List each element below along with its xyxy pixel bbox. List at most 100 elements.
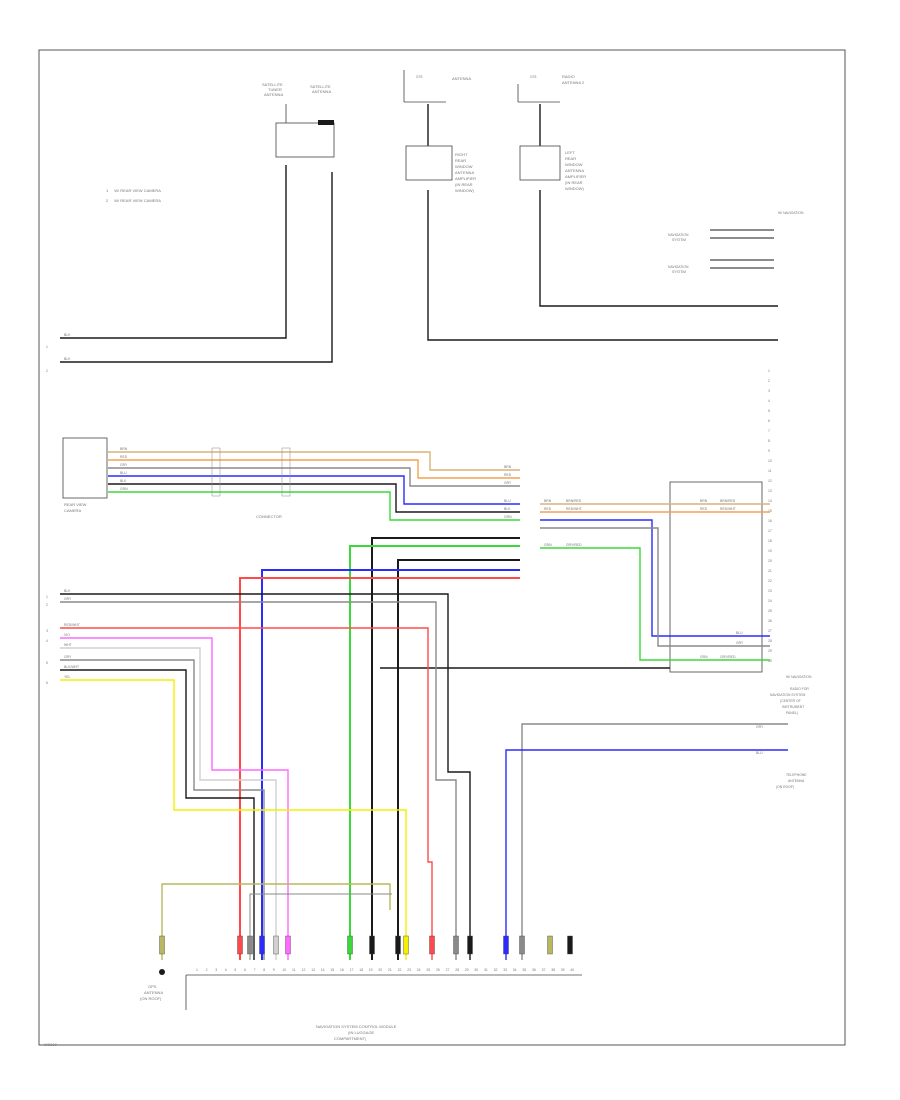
module-pin-7: 7 xyxy=(254,968,256,972)
svg-text:G75: G75 xyxy=(416,75,423,79)
legend-num-1: 1 xyxy=(106,188,109,193)
nav-right-tag: W/ NAVIGATION xyxy=(786,675,812,679)
radio-pin-11: 11 xyxy=(768,469,772,473)
radio-pin-19: 19 xyxy=(768,549,772,553)
svg-text:RADIO FOR: RADIO FOR xyxy=(790,687,809,691)
svg-text:WINDOW): WINDOW) xyxy=(455,188,475,193)
antenna-1-amp-box xyxy=(405,145,453,181)
module-pin-22: 22 xyxy=(398,968,402,972)
wire-end-14 xyxy=(503,935,509,955)
gps-antenna: GPS ANTENNA (ON ROOF) xyxy=(140,883,392,1001)
satellite-antenna: SATELLITE TUNER ANTENNA SATELLITE ANTENN… xyxy=(262,82,335,158)
module-pin-9: 9 xyxy=(273,968,275,972)
svg-text:GRY: GRY xyxy=(64,655,72,659)
radio-pin-8: 8 xyxy=(768,439,770,443)
svg-text:BLK/WHT: BLK/WHT xyxy=(64,665,79,669)
svg-text:ANTENNA: ANTENNA xyxy=(144,990,163,995)
page-code: W0000 xyxy=(44,1042,57,1047)
module-pin-15: 15 xyxy=(330,968,334,972)
wire-end-7 xyxy=(347,935,353,955)
svg-text:1: 1 xyxy=(46,345,48,349)
radio-pin-10: 10 xyxy=(768,459,772,463)
svg-text:PANEL): PANEL) xyxy=(786,711,798,715)
svg-text:(IN REAR: (IN REAR xyxy=(455,182,473,187)
svg-text:NAVIGATION: NAVIGATION xyxy=(668,233,689,237)
svg-text:BRN/RED: BRN/RED xyxy=(720,499,736,503)
wire-end-5 xyxy=(273,935,279,955)
module-pin-39: 39 xyxy=(561,968,565,972)
svg-text:RED/WHT: RED/WHT xyxy=(720,507,736,511)
nav-b-label: NAVIGATION SYSTEM xyxy=(668,265,689,274)
module-pin-25: 25 xyxy=(426,968,430,972)
svg-text:REAR: REAR xyxy=(565,156,576,161)
module-pin-10: 10 xyxy=(282,968,286,972)
radio-pin-5: 5 xyxy=(768,409,770,413)
svg-text:(IN LUGGAGE: (IN LUGGAGE xyxy=(348,1030,375,1035)
svg-text:NAVIGATION SYSTEM CONTROL MODU: NAVIGATION SYSTEM CONTROL MODULE xyxy=(316,1024,397,1029)
module-pin-37: 37 xyxy=(542,968,546,972)
wire-end-1 xyxy=(159,935,165,955)
svg-text:6: 6 xyxy=(46,681,48,685)
radio-input-wires xyxy=(380,503,770,669)
module-pin-6: 6 xyxy=(244,968,246,972)
svg-text:GRY/RED: GRY/RED xyxy=(566,543,582,547)
svg-text:SYSTEM: SYSTEM xyxy=(672,270,686,274)
module-pin-20: 20 xyxy=(378,968,382,972)
svg-text:GRN: GRN xyxy=(544,543,552,547)
svg-text:AMPLIFIER: AMPLIFIER xyxy=(565,174,586,179)
left-pin-numbers-top: 1 2 xyxy=(46,345,48,373)
wire-end-11 xyxy=(429,935,435,955)
module-harness-wires xyxy=(239,537,520,960)
module-pin-28: 28 xyxy=(455,968,459,972)
svg-text:(ON ROOF): (ON ROOF) xyxy=(140,996,162,1001)
satellite-antenna-box xyxy=(275,122,335,158)
wire-end-10 xyxy=(403,935,409,955)
radio-pin-30: 30 xyxy=(768,659,772,663)
module-pin-35: 35 xyxy=(522,968,526,972)
harness-connector-marks xyxy=(211,447,291,497)
top-black-wires xyxy=(60,165,778,363)
svg-text:GRY: GRY xyxy=(736,641,744,645)
radio-pin-13: 13 xyxy=(768,489,772,493)
top-right-connector-wires xyxy=(710,229,774,269)
module-pin-4: 4 xyxy=(225,968,227,972)
rear-view-camera: REAR VIEW CAMERA CONNECTOR xyxy=(62,437,282,519)
module-pin-18: 18 xyxy=(359,968,363,972)
left-pin-numbers-mid: 1 2 3 4 5 6 xyxy=(46,595,48,685)
radio-pin-2: 2 xyxy=(768,379,770,383)
svg-text:BLK: BLK xyxy=(64,357,71,361)
svg-text:RED: RED xyxy=(544,507,552,511)
svg-text:WINDOW: WINDOW xyxy=(565,162,583,167)
wire-end-6 xyxy=(285,935,291,955)
module-pin-36: 36 xyxy=(532,968,536,972)
wire-end-13 xyxy=(467,935,473,955)
module-wire-ends xyxy=(159,935,573,955)
module-pin-40: 40 xyxy=(570,968,574,972)
module-pin-19: 19 xyxy=(369,968,373,972)
module-pin-27: 27 xyxy=(446,968,450,972)
radio-pin-4: 4 xyxy=(768,399,770,403)
svg-text:GPS: GPS xyxy=(148,984,157,989)
telephone-antenna-label: TELEPHONE ANTENNA (ON ROOF) xyxy=(776,773,807,789)
svg-text:ANTENNA: ANTENNA xyxy=(565,168,584,173)
svg-text:G76: G76 xyxy=(530,75,537,79)
module-pin-14: 14 xyxy=(321,968,325,972)
radio-pin-29: 29 xyxy=(768,649,772,653)
radio-pin-26: 26 xyxy=(768,619,772,623)
svg-text:BLU: BLU xyxy=(756,751,763,755)
module-pin-16: 16 xyxy=(340,968,344,972)
svg-text:1W/ REAR VIEW CAMERA: 1W/ REAR VIEW CAMERA xyxy=(106,188,161,193)
svg-text:TELEPHONE: TELEPHONE xyxy=(786,773,807,777)
left-harness-wires xyxy=(60,593,471,960)
svg-text:SATELLITE: SATELLITE xyxy=(262,82,283,87)
svg-text:3: 3 xyxy=(46,629,48,633)
svg-text:GRY: GRY xyxy=(64,597,72,601)
module-pin-31: 31 xyxy=(484,968,488,972)
radio-unit-box xyxy=(669,481,763,673)
wire-end-2 xyxy=(237,935,243,955)
wire-end-12 xyxy=(453,935,459,955)
svg-text:REAR: REAR xyxy=(455,158,466,163)
svg-text:BLU: BLU xyxy=(120,471,127,475)
